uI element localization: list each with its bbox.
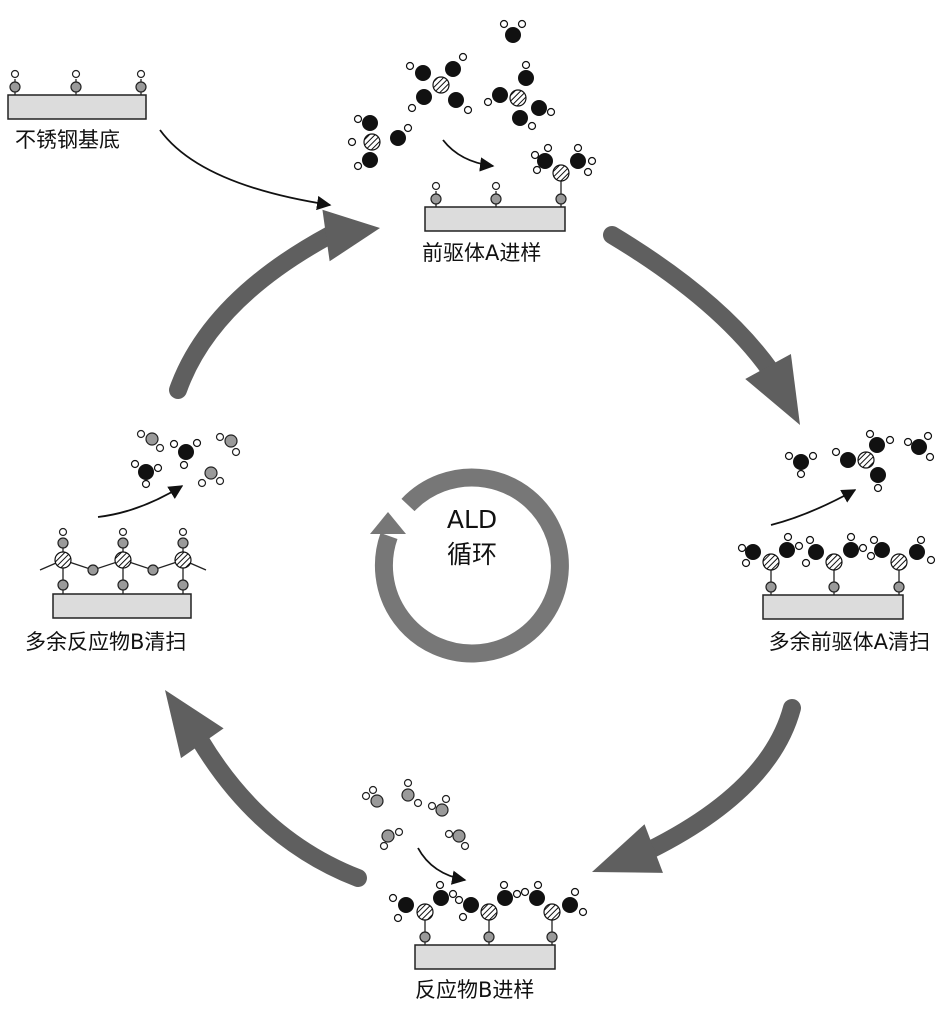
chemisorbed-precursor-a (454, 880, 522, 945)
metal-center (114, 527, 132, 594)
methane-fragment (784, 451, 818, 479)
gas-molecules-a (347, 19, 556, 171)
bridging-oxygen (87, 564, 99, 576)
precursor-a-molecule (483, 60, 556, 131)
single-methyl-fragment (499, 19, 527, 43)
surface-hydroxyl-groups (9, 69, 147, 95)
chemisorbed-precursor-a (520, 880, 588, 945)
substrate-plate (52, 593, 192, 619)
methane-fragment (169, 438, 202, 470)
reactant-b-dose-label: 反应物B进样 (415, 978, 534, 1002)
precursor-a-dose-label: 前驱体A进样 (422, 241, 541, 265)
adsorption-arrow (442, 139, 495, 172)
center-label-ald: ALD (447, 505, 497, 534)
metal-center (54, 527, 72, 594)
panel-precursor-a-purge: 多余前驱体A清扫 (737, 429, 936, 654)
substrate-plate (424, 206, 566, 232)
desorbed-byproducts (130, 429, 241, 489)
cycle-arrows (165, 209, 801, 887)
reactant-b-purge-label: 多余反应物B清扫 (25, 630, 186, 654)
water-molecule (215, 432, 241, 457)
precursor-a-molecule (405, 52, 473, 115)
desorbed-byproducts (784, 429, 935, 493)
chemisorbed-precursor-a (388, 880, 458, 945)
water-molecule (427, 794, 451, 817)
water-molecule (379, 827, 404, 851)
arrow-to-reactant-b-dose-head (592, 824, 663, 873)
chemisorbed-precursor-a-row (737, 532, 936, 595)
water-molecule (197, 466, 225, 488)
chemisorbed-precursor-a (866, 535, 936, 595)
water-molecule (136, 429, 165, 453)
panel-reactant-b-dose: 反应物B进样 (361, 778, 588, 1002)
methane-fragment (903, 431, 935, 462)
center-circular-arrow (370, 468, 569, 663)
arrow-to-precursor-a-purge-head (745, 354, 800, 425)
arrow-to-precursor-a-dose-head (322, 209, 380, 262)
water-molecule (401, 778, 423, 808)
arrow-to-reactant-b-purge-band (191, 731, 367, 887)
panel-precursor-a-dose: 前驱体A进样 (347, 19, 597, 265)
substrate-plate (7, 94, 147, 120)
metal-center (174, 527, 192, 594)
chemisorbed-precursor-a (801, 532, 868, 595)
desorption-arrow (770, 489, 857, 526)
panel-reactant-b-purge: 多余反应物B清扫 (25, 429, 241, 654)
dose-arrow (417, 847, 467, 885)
water-molecule (444, 829, 470, 851)
substrate-label: 不锈钢基底 (15, 128, 120, 152)
precursor-a-purge-label: 多余前驱体A清扫 (769, 630, 930, 654)
chemisorbed-precursor-a (530, 143, 597, 207)
oxide-layer-chain (39, 527, 207, 594)
substrate-to-dose-arrow (159, 129, 332, 211)
arrow-to-reactant-b-dose-band (641, 699, 801, 859)
surface-hydroxyl-groups (430, 181, 502, 207)
water-molecule (361, 785, 384, 808)
desorption-arrow (97, 485, 184, 518)
substrate-plate (762, 594, 904, 620)
chemisorbed-precursor-a (737, 532, 804, 595)
arrow-to-precursor-a-purge-band (603, 226, 779, 379)
precursor-a-molecule (831, 429, 895, 493)
bridging-oxygen (147, 564, 159, 576)
chemisorbed-precursor-a-row (388, 880, 588, 945)
panel-substrate: 不锈钢基底 (7, 69, 147, 152)
center-label-cycle: 循环 (447, 540, 497, 569)
substrate-plate (414, 944, 556, 970)
arrow-to-precursor-a-dose-band (169, 226, 339, 399)
water-molecules (361, 778, 470, 851)
precursor-a-molecule (347, 114, 413, 171)
arrow-to-reactant-b-purge-head (165, 690, 224, 759)
methane-fragment (130, 459, 163, 489)
